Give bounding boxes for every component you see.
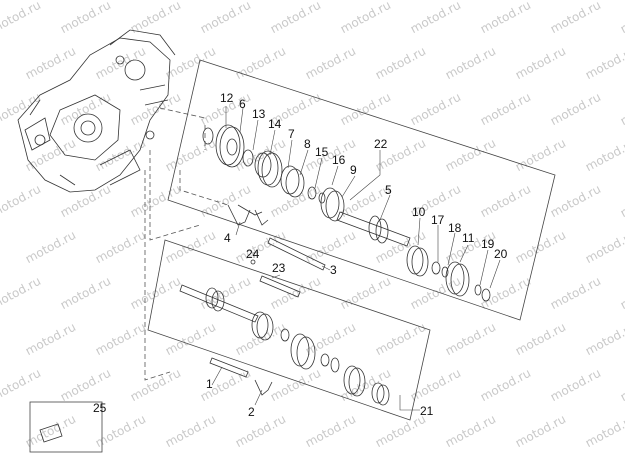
callout-leaders xyxy=(211,106,501,411)
callout-24: 24 xyxy=(246,247,260,261)
lower-gear-row xyxy=(39,284,390,443)
callout-10: 10 xyxy=(412,205,426,219)
callout-6: 6 xyxy=(239,97,246,111)
callout-1: 1 xyxy=(206,377,213,391)
callout-2: 2 xyxy=(248,405,255,419)
shift-forks xyxy=(227,204,326,298)
callout-18: 18 xyxy=(448,221,462,235)
callout-13: 13 xyxy=(252,107,266,121)
callout-21: 21 xyxy=(420,404,434,418)
callout-5: 5 xyxy=(385,183,392,197)
callout-11: 11 xyxy=(462,231,475,245)
callout-9: 9 xyxy=(350,163,357,177)
callout-14: 14 xyxy=(268,117,282,131)
callout-22: 22 xyxy=(374,137,388,151)
callout-19: 19 xyxy=(481,237,495,251)
callout-17: 17 xyxy=(431,213,445,227)
callout-20: 20 xyxy=(494,247,508,261)
callout-23: 23 xyxy=(272,261,286,275)
callout-16: 16 xyxy=(332,153,346,167)
callout-7: 7 xyxy=(288,127,295,141)
part-25-box xyxy=(29,401,103,453)
callout-8: 8 xyxy=(304,137,311,151)
callout-25: 25 xyxy=(93,401,107,415)
leader-lines xyxy=(144,107,229,381)
lower-shaft-frame xyxy=(147,239,431,421)
callout-15: 15 xyxy=(315,145,329,159)
upper-shaft-frame xyxy=(167,59,556,321)
upper-gear-row xyxy=(202,124,491,302)
callout-3: 3 xyxy=(330,263,337,277)
callout-12: 12 xyxy=(220,91,234,105)
callout-4: 4 xyxy=(224,231,231,245)
engine-crankcase-illustration xyxy=(17,29,176,193)
